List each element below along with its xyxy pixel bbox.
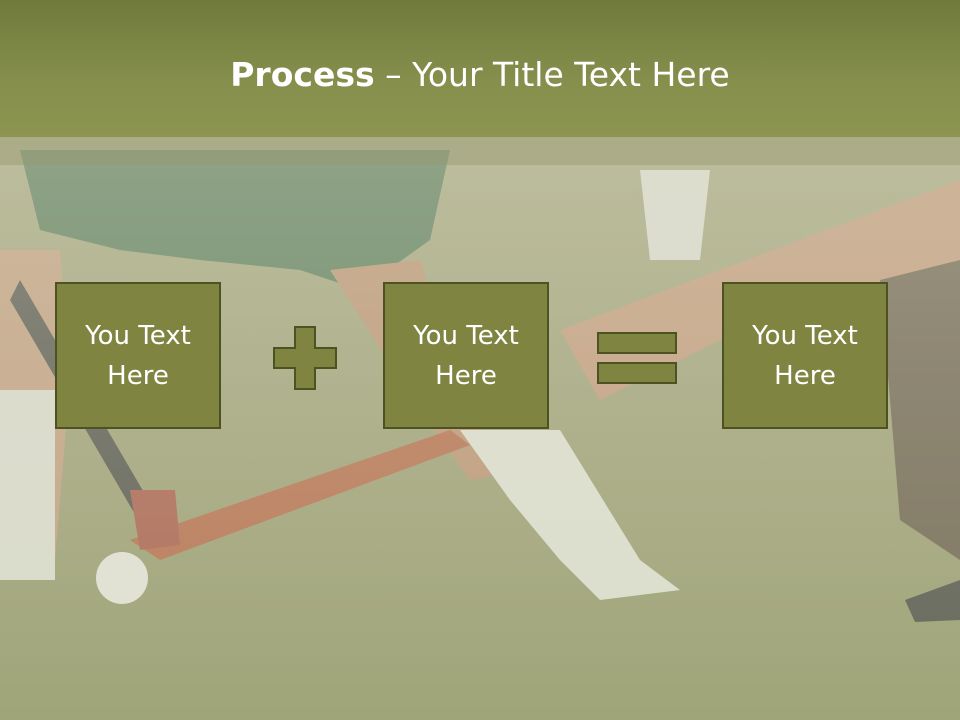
process-box-1-text: You Text Here: [85, 320, 191, 391]
plus-icon: [273, 326, 337, 390]
equals-icon: [597, 332, 677, 384]
process-box-1[interactable]: You Text Here: [55, 282, 221, 429]
process-box-3[interactable]: You Text Here: [722, 282, 888, 429]
slide-title: Process – Your Title Text Here: [0, 50, 960, 100]
slide-title-bold: Process: [230, 55, 375, 94]
title-banner: [0, 0, 960, 137]
process-box-2-text: You Text Here: [413, 320, 519, 391]
process-box-3-text: You Text Here: [752, 320, 858, 391]
process-box-2[interactable]: You Text Here: [383, 282, 549, 429]
title-banner-shadow: [0, 137, 960, 165]
slide-title-rest: – Your Title Text Here: [374, 55, 730, 94]
